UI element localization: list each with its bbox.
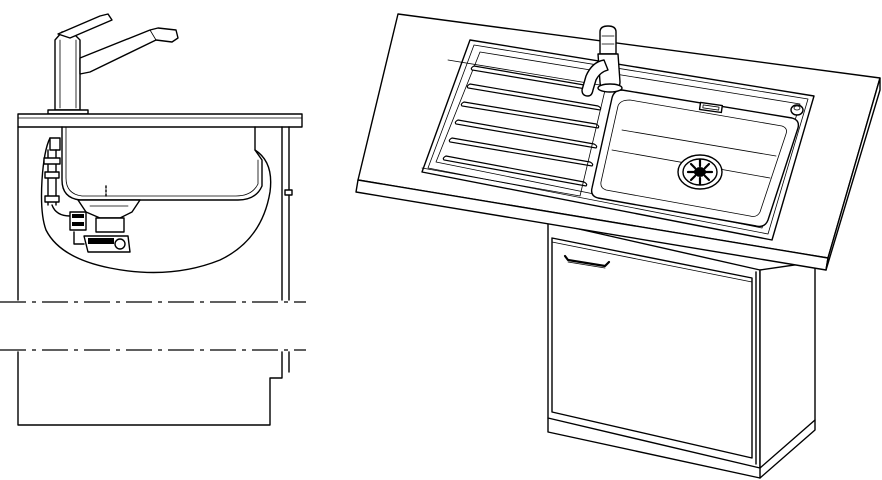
overflow-pipe: [43, 137, 81, 217]
faucet-side: [47, 13, 179, 115]
faucet-iso: [581, 25, 623, 97]
drain-assembly-side: [69, 185, 141, 253]
cabinet-upper: [17, 126, 290, 301]
countertop-side: [17, 113, 303, 128]
cabinet-lower: [17, 351, 290, 426]
sink-bowl-iso: [590, 89, 804, 228]
drain-strainer-icon: [677, 154, 723, 190]
isometric-view: [355, 13, 881, 479]
drainboard-grooves: [421, 59, 607, 197]
sink-bowl-side: [40, 126, 272, 274]
side-section-view: [0, 13, 306, 426]
base-cabinet: [547, 221, 816, 479]
